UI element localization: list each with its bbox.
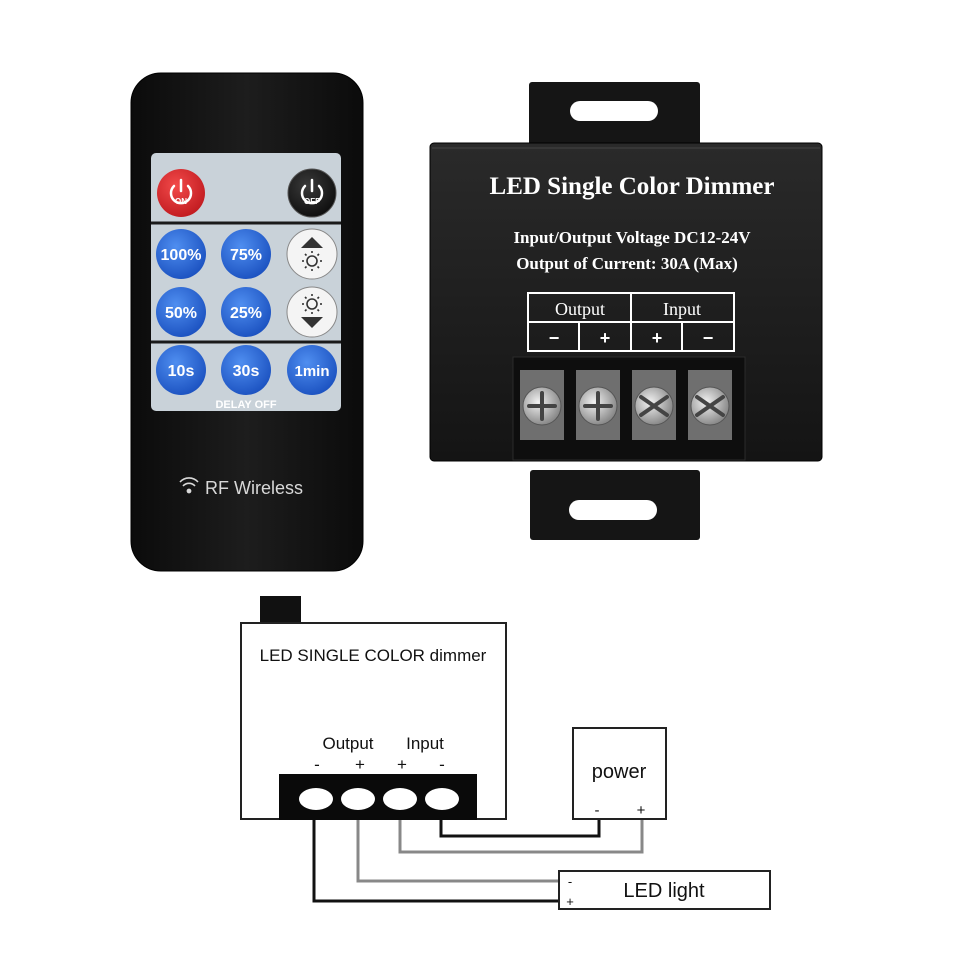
screw-terminal bbox=[632, 370, 676, 440]
power-minus: - bbox=[595, 802, 600, 819]
brightness-25-button[interactable]: 25% bbox=[221, 287, 271, 337]
arrow-up-icon bbox=[301, 237, 323, 248]
brightness-50-button[interactable]: 50% bbox=[156, 287, 206, 337]
terminal-hole bbox=[341, 788, 375, 810]
power-icon bbox=[300, 184, 324, 205]
diagram-terminal-sign: + bbox=[355, 755, 365, 774]
dimmer-device: LED Single Color Dimmer Input/Output Vol… bbox=[429, 82, 823, 540]
diagram-output-label: Output bbox=[322, 734, 373, 753]
screw-terminal bbox=[688, 370, 732, 440]
wire-input-minus bbox=[439, 817, 601, 838]
dimmer-title: LED Single Color Dimmer bbox=[490, 173, 775, 200]
delay-10s-button[interactable]: 10s bbox=[156, 345, 206, 395]
delay-1min-label: 1min bbox=[294, 363, 329, 380]
brightness-50-label: 50% bbox=[165, 305, 197, 322]
brightness-100-label: 100% bbox=[161, 247, 202, 264]
power-box bbox=[572, 727, 667, 820]
terminal-hole bbox=[383, 788, 417, 810]
delay-1min-button[interactable]: 1min bbox=[287, 345, 337, 395]
device-input-label: Input bbox=[663, 299, 701, 319]
led-minus: - bbox=[568, 874, 572, 889]
delay-30s-label: 30s bbox=[233, 363, 260, 380]
diagram-terminal-sign: - bbox=[439, 755, 445, 774]
delay-30s-button[interactable]: 30s bbox=[221, 345, 271, 395]
brightness-up-button[interactable] bbox=[286, 228, 338, 280]
spec-voltage: Input/Output Voltage DC12-24V bbox=[513, 228, 751, 247]
spec-current: Output of Current: 30A (Max) bbox=[516, 254, 738, 273]
brightness-25-label: 25% bbox=[230, 305, 262, 322]
led-light-label: LED light bbox=[623, 880, 705, 902]
power-plus: + bbox=[637, 802, 646, 819]
terminal-label-grid bbox=[527, 292, 735, 352]
antenna-stub bbox=[260, 596, 301, 623]
terminal-screws bbox=[520, 370, 732, 440]
off-label: OFF bbox=[304, 197, 320, 206]
rf-remote: ON OFF 100% 75% 50% 25% bbox=[130, 72, 364, 572]
on-label: ON bbox=[175, 197, 187, 206]
power-icon bbox=[169, 184, 193, 205]
diagram-terminal-sign: + bbox=[397, 755, 407, 774]
device-terminal-sign: − bbox=[703, 328, 714, 348]
mount-hole-bottom bbox=[569, 500, 657, 520]
remote-brand: RF Wireless bbox=[205, 478, 303, 498]
wire-output-minus bbox=[312, 820, 559, 903]
terminal-hole bbox=[299, 788, 333, 810]
wire-input-plus bbox=[398, 817, 644, 854]
led-light-box bbox=[558, 870, 771, 910]
wifi-icon bbox=[179, 477, 199, 494]
delay-10s-label: 10s bbox=[168, 363, 195, 380]
device-terminal-sign: − bbox=[549, 328, 560, 348]
diagram-input-label: Input bbox=[406, 734, 444, 753]
dimmer-box-label: LED SINGLE COLOR dimmer bbox=[260, 646, 487, 665]
brightness-75-button[interactable]: 75% bbox=[221, 229, 271, 279]
sun-icon bbox=[302, 294, 322, 314]
terminal-hole bbox=[425, 788, 459, 810]
delay-off-caption: DELAY OFF bbox=[215, 399, 276, 411]
diagram-terminal-sign: - bbox=[314, 755, 320, 774]
remote-key-panel bbox=[151, 153, 341, 411]
wire-output-plus bbox=[356, 820, 559, 883]
off-button[interactable]: OFF bbox=[287, 168, 337, 218]
led-plus: + bbox=[566, 894, 574, 909]
mount-hole-top bbox=[570, 101, 658, 121]
brightness-100-button[interactable]: 100% bbox=[156, 229, 206, 279]
wiring-diagram: LED SINGLE COLOR dimmer Output Input - +… bbox=[240, 596, 771, 910]
sun-icon bbox=[302, 251, 322, 271]
power-label: power bbox=[592, 761, 647, 783]
on-button[interactable]: ON bbox=[157, 169, 205, 217]
device-terminal-sign: + bbox=[600, 328, 611, 348]
brightness-down-button[interactable] bbox=[286, 286, 338, 338]
device-output-label: Output bbox=[555, 299, 605, 319]
screw-terminal bbox=[576, 370, 620, 440]
arrow-down-icon bbox=[301, 317, 323, 328]
device-terminal-sign: + bbox=[652, 328, 663, 348]
screw-terminal bbox=[520, 370, 564, 440]
brightness-75-label: 75% bbox=[230, 247, 262, 264]
